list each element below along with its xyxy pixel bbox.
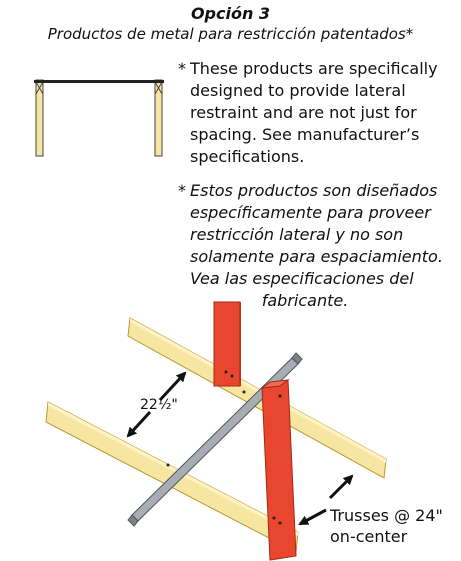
note-line: Vea las especificaciones del xyxy=(190,269,414,288)
back-red-restraint xyxy=(213,301,241,387)
note-line: solamente para espaciamiento. xyxy=(190,247,443,266)
top-restraint xyxy=(34,80,164,83)
note-line: Estos productos son diseñados xyxy=(190,181,438,200)
spacing-dimension-arrows xyxy=(126,371,187,438)
note-asterisk: * xyxy=(178,181,186,200)
trusses-label: Trusses @ 24" on-center xyxy=(330,505,443,547)
metal-channel xyxy=(127,352,303,527)
note-line: These products are specifically xyxy=(190,59,438,78)
option-subtitle: Productos de metal para restricción pate… xyxy=(47,25,414,43)
trusses-label-line: Trusses @ 24" xyxy=(330,506,443,525)
note-line: specifications. xyxy=(190,147,305,166)
note-line: spacing. See manufacturer’s xyxy=(190,125,420,144)
english-note: * These products are specifically design… xyxy=(178,58,455,168)
spanish-note: * Estos productos son diseñados específi… xyxy=(178,180,460,312)
trusses-label-line: on-center xyxy=(330,527,408,546)
note-line: restraint and are not just for xyxy=(190,103,417,122)
option-title: Opción 3 xyxy=(190,4,271,23)
spacing-dimension-label: 22½" xyxy=(140,397,178,413)
truss-elevation-icon xyxy=(34,79,164,157)
note-asterisk: * xyxy=(178,59,186,78)
note-line: restricción lateral y no son xyxy=(190,225,404,244)
note-line: designed to provide lateral xyxy=(190,81,406,100)
note-line: específicamente para proveer xyxy=(190,203,431,222)
note-line: fabricante. xyxy=(261,291,349,310)
front-red-restraint xyxy=(260,379,297,561)
truss-callout-arrows xyxy=(298,474,354,526)
